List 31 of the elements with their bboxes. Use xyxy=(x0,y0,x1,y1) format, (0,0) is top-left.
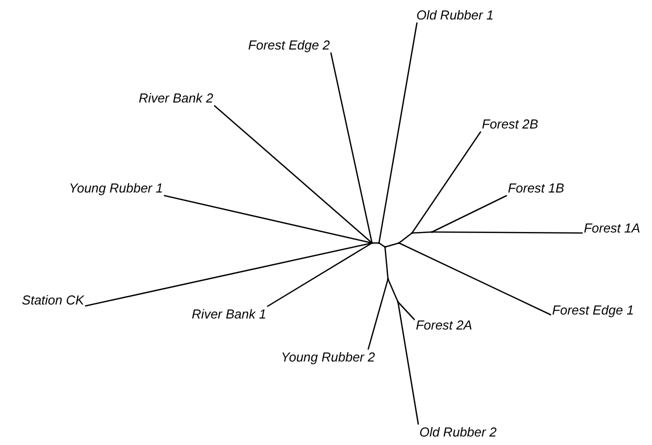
tree-branch xyxy=(397,302,419,425)
tree-branch xyxy=(412,231,432,234)
tree-branch xyxy=(384,246,389,280)
taxon-label: River Bank 2 xyxy=(138,90,214,106)
tree-branch xyxy=(432,231,583,234)
taxon-label: Forest 1B xyxy=(506,180,566,196)
tree-branch xyxy=(378,22,418,244)
tree-branch xyxy=(84,242,372,307)
tree-branch xyxy=(411,131,482,234)
taxon-label: Forest 2B xyxy=(480,116,540,132)
taxon-label: Forest 1A xyxy=(582,220,642,236)
tree-branch xyxy=(384,242,400,248)
taxon-label: Young Rubber 2 xyxy=(280,350,376,364)
tree-branch xyxy=(164,194,372,244)
tree-branch xyxy=(398,242,552,316)
tree-branch xyxy=(398,232,412,244)
tree-branch xyxy=(214,105,372,244)
tree-branch xyxy=(330,52,373,244)
taxon-label: Forest Edge 2 xyxy=(247,38,331,52)
tree-branch xyxy=(387,278,399,302)
taxon-label: Forest Edge 1 xyxy=(551,302,635,318)
taxon-label: Old Rubber 2 xyxy=(418,424,498,440)
taxon-label: River Bank 1 xyxy=(190,306,268,322)
tree-branch xyxy=(432,194,508,233)
tree-branch xyxy=(398,302,416,320)
taxon-label: Forest 2A xyxy=(414,318,474,332)
taxon-label: Station CK xyxy=(20,292,86,308)
taxon-label: Young Rubber 1 xyxy=(68,180,164,196)
tree-branch xyxy=(367,278,389,350)
taxon-label: Old Rubber 1 xyxy=(415,8,495,22)
tree-branch xyxy=(266,242,372,308)
